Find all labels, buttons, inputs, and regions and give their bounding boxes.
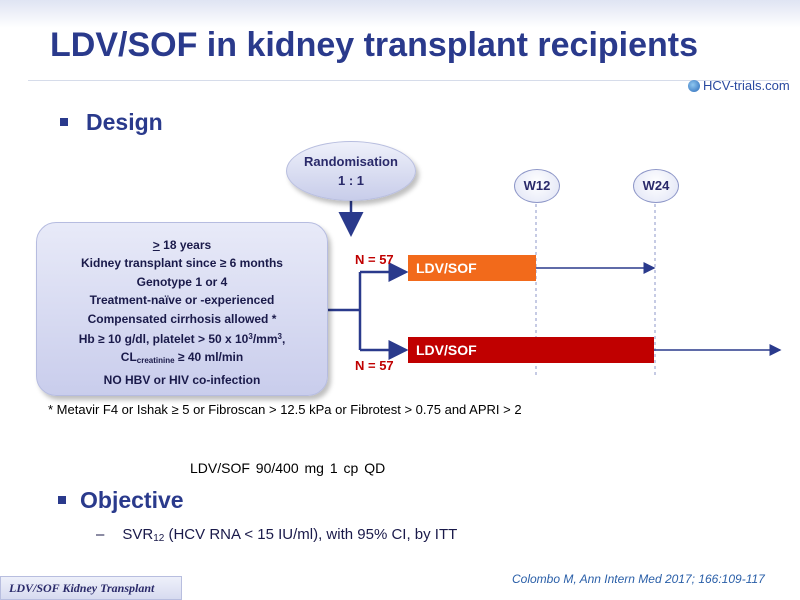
- slide-tag: LDV/SOF Kidney Transplant: [0, 576, 182, 600]
- criteria-coinfection: NO HBV or HIV co-infection: [103, 372, 261, 387]
- arm1-bar: LDV/SOF: [408, 255, 536, 281]
- criteria-treatment: Treatment-naïve or -experienced: [89, 293, 275, 308]
- top-gradient-band: [0, 0, 800, 28]
- title-divider: [28, 80, 788, 81]
- cirrhosis-footnote: * Metavir F4 or Ishak ≥ 5 or Fibroscan >…: [48, 402, 522, 417]
- hcv-trials-logo: HCV-trials.com: [688, 78, 790, 93]
- regimen-text: LDV/SOF 90/400 mg 1 cp QD: [190, 460, 386, 476]
- criteria-age: > 18 years: [152, 238, 212, 252]
- arm1-n-label: N = 57: [355, 252, 394, 267]
- criteria-hb-platelet: Hb ≥ 10 g/dl, platelet > 50 x 103/mm3,: [78, 332, 286, 347]
- criteria-creatinine: CLcreatinine ≥ 40 ml/min: [120, 350, 244, 366]
- arm2-bar: LDV/SOF: [408, 337, 654, 363]
- slide-title: LDV/SOF in kidney transplant recipients: [50, 26, 699, 64]
- objective-heading: Objective: [80, 487, 184, 513]
- randomisation-label: Randomisation: [304, 154, 398, 169]
- design-heading: Design: [86, 109, 163, 135]
- logo-text: HCV-trials.com: [703, 78, 790, 93]
- week24-marker: W24: [633, 169, 679, 203]
- inclusion-criteria-box: > 18 years Kidney transplant since ≥ 6 m…: [36, 222, 328, 396]
- bullet-square-icon: [60, 118, 68, 126]
- bullet-square-icon: [58, 496, 66, 504]
- randomisation-ellipse: Randomisation 1 : 1: [286, 141, 416, 201]
- week12-marker: W12: [514, 169, 560, 203]
- criteria-transplant: Kidney transplant since ≥ 6 months: [81, 256, 283, 271]
- randomisation-ratio: 1 : 1: [337, 173, 364, 188]
- criteria-cirrhosis: Compensated cirrhosis allowed *: [87, 311, 277, 326]
- criteria-genotype: Genotype 1 or 4: [136, 274, 228, 289]
- arm2-n-label: N = 57: [355, 358, 394, 373]
- reference-citation: Colombo M, Ann Intern Med 2017; 166:109-…: [512, 572, 765, 586]
- hcv-trials-globe-icon: [688, 80, 700, 92]
- objective-text: –SVR12 (HCV RNA < 15 IU/ml), with 95% CI…: [96, 526, 458, 544]
